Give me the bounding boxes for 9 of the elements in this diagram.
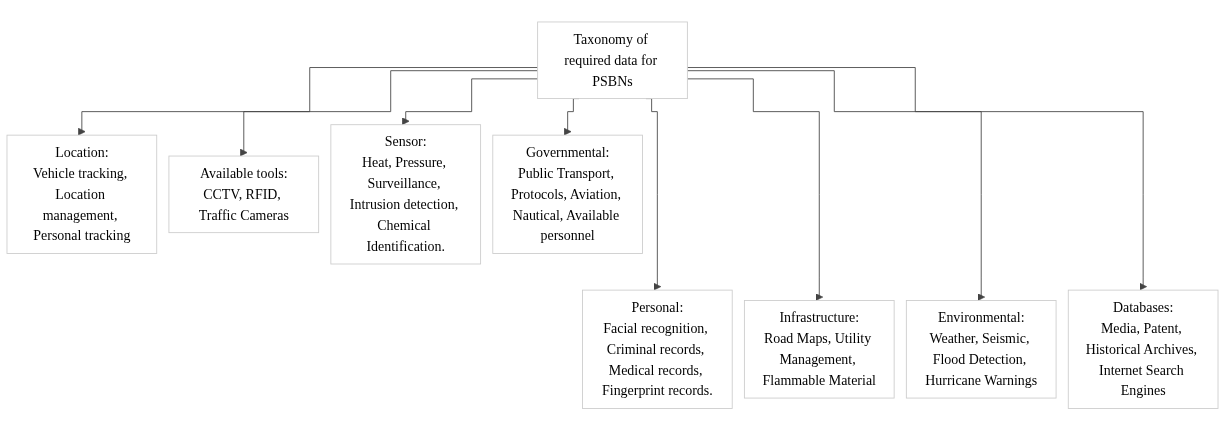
node-box: Infrastructure: Road Maps, Utility Management, Flammable Material	[743, 300, 895, 399]
node-box: Databases: Media, Patent, Historical Archives, Internet Search Engines	[1067, 289, 1219, 410]
node-box: Taxonomy of required data for PSBNs	[537, 21, 688, 100]
node-box: Personal: Facial recognition, Criminal records, Medical records, Fingerprint records.	[582, 289, 733, 410]
node-box: Environmental: Weather, Seismic, Flood Detection, Hurricane Warnings	[905, 300, 1057, 399]
node-box: Sensor: Heat, Pressure, Surveillance, Intrusion detection, Chemical Identification.	[330, 124, 482, 265]
node-box: Available tools: CCTV, RFID, Traffic Cameras	[168, 155, 320, 234]
node-box: Governmental: Public Transport, Protocols, Aviation, Nautical, Available personnel	[492, 134, 643, 255]
node-box: Location: Vehicle tracking, Location management, Personal tracking	[6, 134, 158, 255]
